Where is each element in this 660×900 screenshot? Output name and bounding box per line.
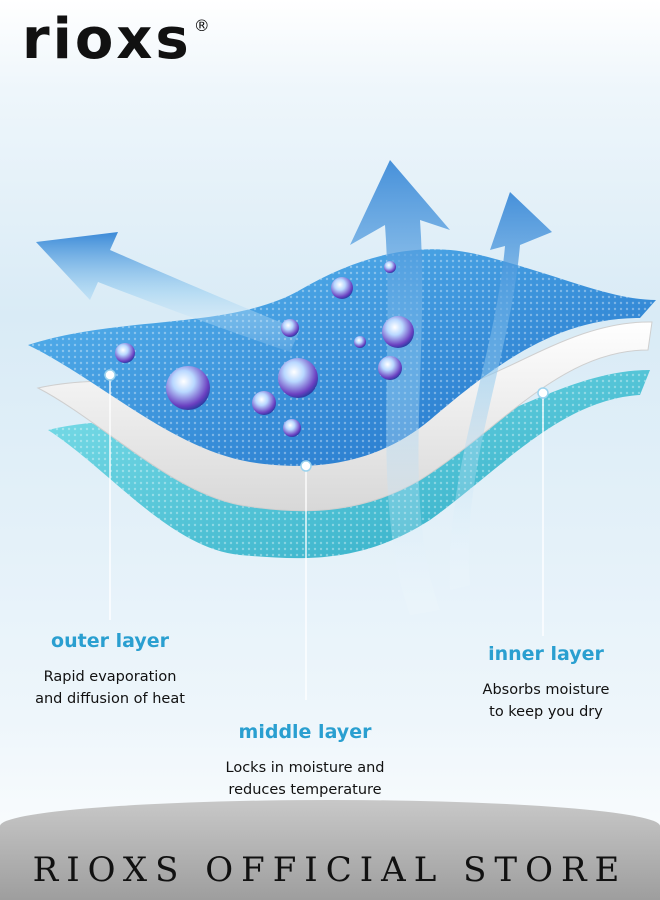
footer-store-name: RIOXS OFFICIAL STORE [32, 850, 628, 890]
water-droplet-icon [382, 316, 414, 348]
water-droplet-icon [252, 391, 276, 415]
arrow-up-icon [350, 160, 450, 615]
inner-layer-desc-2: to keep you dry [489, 704, 603, 720]
arrow-up-left-icon [36, 232, 300, 352]
pointer-dot-icon [104, 369, 549, 472]
water-droplet-icon [378, 356, 402, 380]
inner-layer-desc-1: Absorbs moisture [482, 682, 610, 698]
water-droplets [115, 261, 414, 437]
middle-layer-title: middle layer [238, 721, 372, 743]
arrow-up-icon [449, 192, 552, 590]
registered-mark: ® [193, 16, 213, 35]
outer-layer-desc-2: and diffusion of heat [35, 691, 185, 707]
water-droplet-icon [283, 419, 301, 437]
water-droplet-icon [166, 366, 210, 410]
brand-name: rioxs [22, 7, 192, 72]
water-droplet-icon [331, 277, 353, 299]
outer-layer-desc-1: Rapid evaporation [43, 669, 177, 685]
inner-layer-label: inner layer Absorbs moisture to keep you… [460, 643, 632, 723]
middle-layer-desc-2: reduces temperature [228, 782, 382, 798]
outer-layer-title: outer layer [51, 630, 169, 652]
middle-layer-desc-1: Locks in moisture and [225, 760, 385, 776]
inner-layer-title: inner layer [488, 643, 604, 665]
water-droplet-icon [115, 343, 135, 363]
water-droplet-icon [384, 261, 396, 273]
water-droplet-icon [354, 336, 366, 348]
outer-layer-label: outer layer Rapid evaporation and diffus… [20, 630, 200, 710]
water-droplet-icon [278, 358, 318, 398]
footer-banner [0, 800, 660, 900]
brand-logo: rioxs® [22, 12, 213, 68]
pointer-lines [109, 375, 544, 700]
middle-layer-label: middle layer Locks in moisture and reduc… [205, 721, 405, 801]
water-droplet-icon [281, 319, 299, 337]
